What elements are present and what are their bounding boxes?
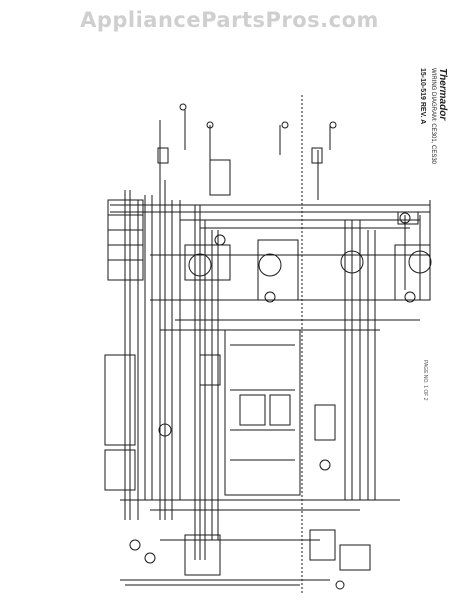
terminal-block-left bbox=[107, 199, 144, 281]
motor-left bbox=[158, 423, 172, 437]
wire-top-left bbox=[159, 110, 211, 175]
element-switch-3 bbox=[340, 250, 364, 274]
doc-number: 15-10-519 REV. A bbox=[419, 68, 426, 125]
bus-lower bbox=[120, 499, 400, 541]
bottom-component-right bbox=[339, 544, 371, 571]
component-left-1 bbox=[199, 354, 221, 386]
connector-top-3 bbox=[209, 159, 231, 196]
indicator-light-4 bbox=[399, 212, 411, 224]
motor-right bbox=[319, 459, 331, 471]
bus-top bbox=[110, 204, 430, 229]
terminal-post-4 bbox=[329, 121, 337, 129]
element-switch-2 bbox=[258, 253, 282, 277]
connector-right bbox=[397, 211, 419, 225]
indicator-light-2 bbox=[264, 291, 276, 303]
board-chip bbox=[239, 394, 266, 426]
component-right-2 bbox=[309, 529, 336, 561]
terminal-post-2 bbox=[206, 121, 214, 129]
bottom-terminal-1 bbox=[129, 539, 141, 551]
bus-bottom bbox=[120, 579, 330, 586]
bottom-terminal-2 bbox=[144, 552, 156, 564]
bake-element bbox=[184, 534, 221, 576]
indicator-light-3 bbox=[404, 291, 416, 303]
watermark-logo: AppliancePartsPros.com bbox=[80, 8, 379, 32]
relay-box-2 bbox=[394, 244, 431, 301]
element-switch-1 bbox=[188, 253, 212, 277]
terminal-post-1 bbox=[179, 103, 187, 111]
harness-center bbox=[194, 205, 219, 560]
page-number: PAGE NO. 1 OF 2 bbox=[422, 360, 428, 401]
brand-logo: Thermador bbox=[437, 68, 448, 121]
bus-mid bbox=[150, 254, 430, 331]
indicator-light-1 bbox=[214, 234, 226, 246]
component-right-1 bbox=[314, 404, 336, 441]
connector-top-1 bbox=[157, 147, 169, 164]
relay-box-1 bbox=[257, 239, 299, 301]
harness-right bbox=[344, 200, 431, 500]
element-switch-4 bbox=[408, 250, 432, 274]
connector-top-2 bbox=[311, 147, 323, 164]
wire-top-right bbox=[279, 125, 331, 200]
bottom-terminal-3 bbox=[335, 580, 345, 590]
relay-box-3 bbox=[184, 244, 231, 281]
control-board bbox=[224, 329, 301, 496]
diagram-title: WIRING DIAGRAM: CE301, CES30 bbox=[430, 68, 436, 165]
door-lock-box bbox=[104, 449, 136, 491]
board-relay bbox=[269, 394, 291, 426]
terminal-post-3 bbox=[281, 121, 289, 129]
oven-switch-left bbox=[104, 354, 136, 446]
